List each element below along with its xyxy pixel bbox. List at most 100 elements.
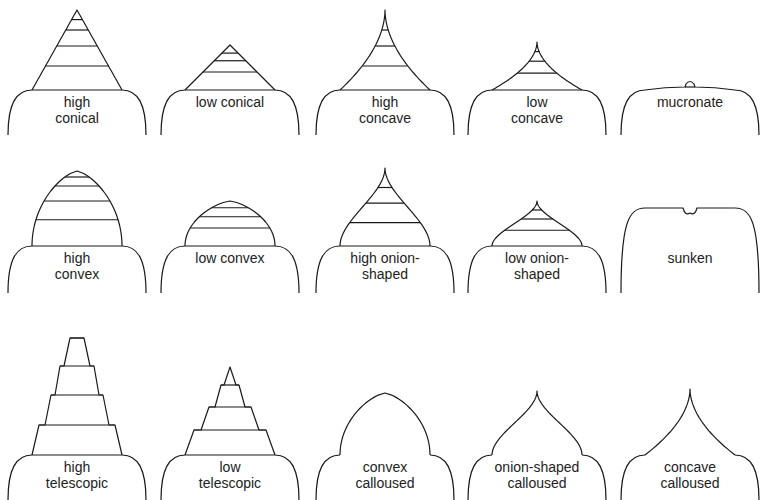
- shape-label: low conical: [194, 94, 266, 110]
- whorl-line: [46, 65, 109, 66]
- body-outline: [430, 246, 454, 293]
- whorl-line: [199, 216, 260, 217]
- body-outline: [275, 246, 299, 293]
- spire-outline: [32, 171, 122, 246]
- spire-outline: [492, 201, 582, 246]
- shape-label: mucronate: [645, 94, 735, 110]
- whorl-line: [535, 51, 539, 52]
- spire-outline: [32, 338, 122, 455]
- shell-outline: [615, 0, 765, 135]
- whorl-line: [185, 245, 275, 246]
- shape-label: high convex: [41, 250, 113, 282]
- body-outline: [430, 455, 454, 500]
- spire-outline: [185, 201, 275, 246]
- whorl-line: [203, 71, 257, 72]
- spire-outline: [185, 367, 275, 455]
- whorl-line: [39, 424, 115, 425]
- apex-shape: low telescopic: [155, 335, 305, 500]
- apex-shape: high convex: [2, 158, 152, 293]
- body-outline: [316, 455, 340, 500]
- apex-shape: onion-shaped calloused: [462, 335, 612, 500]
- whorl-line: [505, 230, 570, 231]
- whorl-line: [70, 337, 84, 338]
- body-outline: [582, 455, 606, 500]
- body-outline: [122, 246, 146, 293]
- whorl-line: [340, 89, 430, 90]
- spire-outline: [185, 45, 275, 90]
- whorl-line: [350, 222, 421, 223]
- body-outline: [735, 90, 759, 135]
- body-outline: [621, 455, 645, 500]
- whorl-line: [366, 203, 404, 204]
- whorl-line: [32, 454, 122, 455]
- whorl-line: [55, 185, 99, 186]
- spire-outline: [340, 393, 430, 455]
- whorl-line: [382, 29, 388, 30]
- spire-outline: [492, 391, 582, 455]
- whorl-line: [194, 429, 266, 430]
- whorl-line: [65, 176, 89, 177]
- body-outline: [430, 90, 454, 135]
- whorl-line: [72, 19, 83, 20]
- apex-shape: high onion-shaped: [310, 158, 460, 293]
- body-outline: [468, 90, 492, 135]
- whorl-line: [32, 245, 122, 246]
- body-outline: [161, 90, 185, 135]
- body-outline: [582, 90, 606, 135]
- whorl-line: [521, 218, 553, 219]
- whorl-line: [222, 52, 238, 53]
- body-outline: [468, 455, 492, 500]
- body-outline: [8, 246, 32, 293]
- spire-outline: [340, 10, 430, 90]
- spire-outline: [32, 10, 122, 90]
- apex-shape: low conical: [155, 0, 305, 135]
- apex-shape: sunken: [615, 158, 765, 293]
- shape-label: sunken: [645, 250, 735, 266]
- whorl-line: [221, 384, 239, 385]
- whorl-line: [32, 89, 122, 90]
- shape-label: low concave: [501, 94, 573, 126]
- whorl-line: [57, 45, 98, 46]
- apex-shape: low convex: [155, 158, 305, 293]
- body-outline: [122, 90, 146, 135]
- shell-outline: [155, 158, 305, 293]
- body-outline: [621, 90, 645, 135]
- whorl-line: [532, 209, 541, 210]
- shape-label: low onion-shaped: [491, 250, 583, 282]
- body-outline: [161, 246, 185, 293]
- apex-shape: mucronate: [615, 0, 765, 135]
- body-outline: [8, 90, 32, 135]
- shell-outline: [615, 158, 765, 293]
- whorl-line: [375, 45, 395, 46]
- body-outline: [275, 455, 299, 500]
- whorl-line: [529, 61, 545, 62]
- whorl-line: [378, 187, 392, 188]
- shape-label: low telescopic: [194, 459, 266, 491]
- whorl-line: [60, 365, 94, 366]
- body-outline: [8, 455, 32, 500]
- apex-shape: convex calloused: [310, 335, 460, 500]
- whorl-line: [214, 60, 246, 61]
- whorl-line: [517, 73, 557, 74]
- apex-shape: high conical: [2, 0, 152, 135]
- whorl-line: [212, 207, 249, 208]
- apex-shape: high concave: [310, 0, 460, 135]
- body-outline: [275, 90, 299, 135]
- whorl-line: [362, 65, 408, 66]
- whorl-line: [685, 86, 695, 87]
- spire-outline: [492, 42, 582, 90]
- whorl-line: [185, 89, 275, 90]
- whorl-line: [492, 245, 582, 246]
- shape-label: low convex: [194, 250, 266, 266]
- whorl-line: [340, 245, 430, 246]
- body-outline: [621, 208, 759, 293]
- whorl-line: [66, 29, 89, 30]
- whorl-line: [185, 454, 275, 455]
- body-outline: [468, 246, 492, 293]
- body-outline: [316, 90, 340, 135]
- spire-outline: [645, 389, 735, 455]
- body-outline: [735, 455, 759, 500]
- body-outline: [161, 455, 185, 500]
- whorl-line: [51, 394, 103, 395]
- shape-label: onion-shaped calloused: [491, 459, 583, 491]
